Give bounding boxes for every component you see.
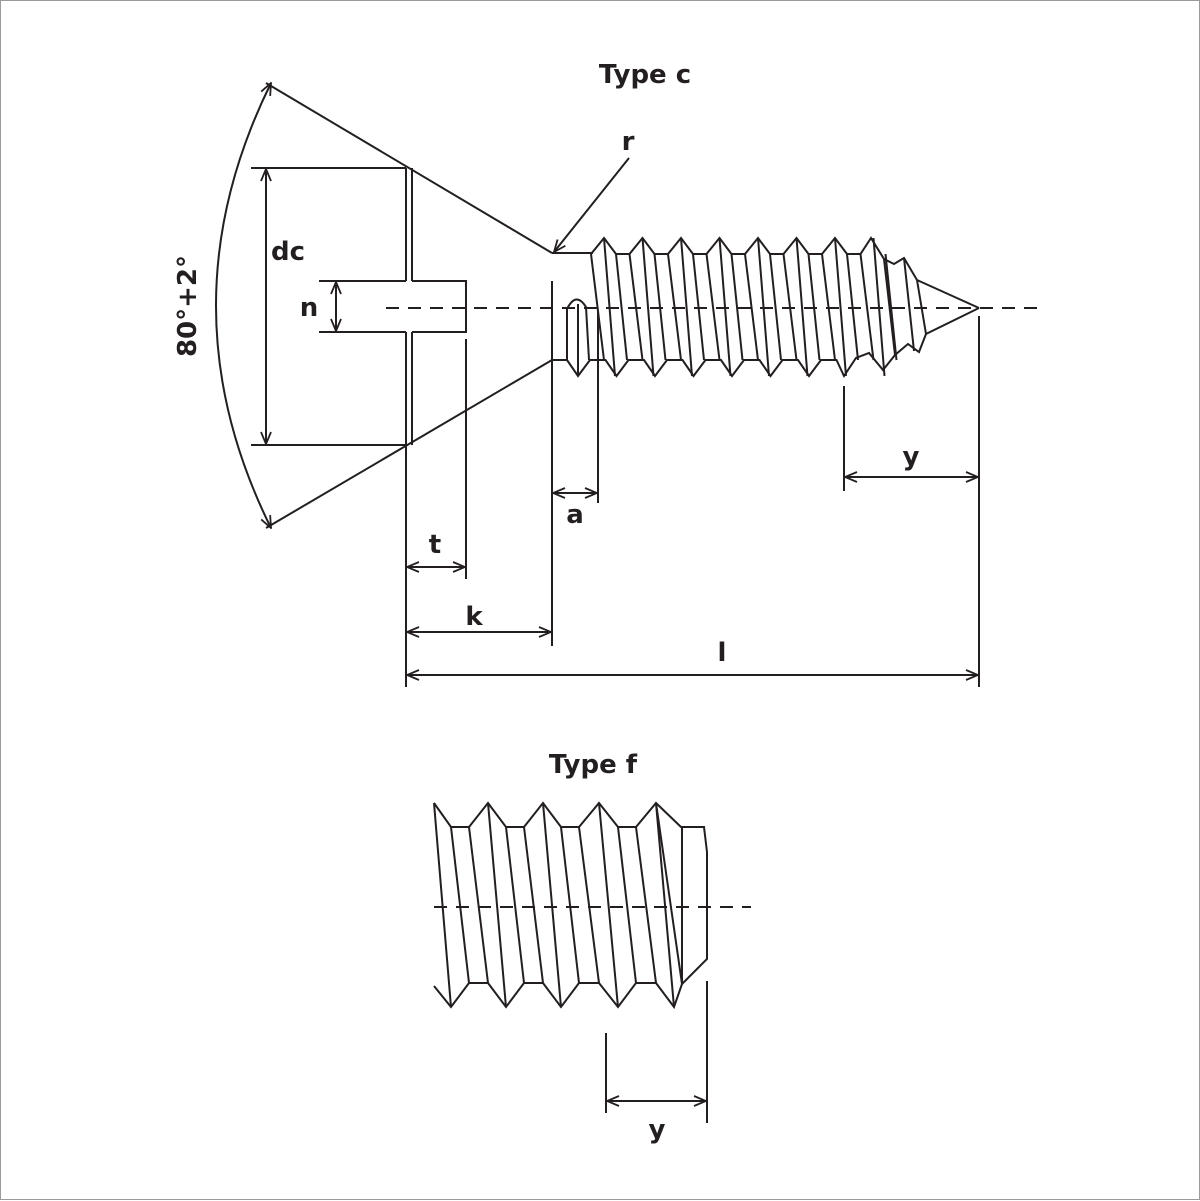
title-type-f: Type f	[549, 750, 638, 780]
label-k: k	[465, 602, 483, 632]
thread-line	[560, 826, 580, 984]
extension-lines	[251, 167, 980, 1123]
thread-line	[884, 253, 898, 361]
thread-line	[468, 826, 489, 984]
thread-line	[590, 253, 605, 361]
thread-line	[641, 237, 655, 377]
thread-line	[578, 826, 600, 984]
title-type-c: Type c	[599, 60, 691, 90]
thread-line	[705, 253, 721, 361]
thread-top-profile	[433, 801, 708, 985]
thread-line	[744, 253, 759, 361]
label-n: n	[300, 293, 319, 323]
angle-dimension-arc	[215, 83, 271, 528]
thread-line	[615, 253, 628, 361]
thread-line	[505, 826, 525, 984]
thread-line	[542, 802, 562, 1008]
thread-line	[859, 253, 875, 361]
thread-line	[433, 802, 452, 1008]
thread-line	[523, 826, 544, 984]
label-r: r	[622, 127, 635, 157]
label-dc: dc	[271, 237, 305, 267]
thread-top-profile	[590, 236, 980, 309]
label-y-type-f: y	[649, 1115, 666, 1145]
thread-line	[903, 257, 915, 352]
label-y-type-c: y	[903, 442, 920, 472]
thread-line	[680, 237, 693, 377]
thread-line	[655, 802, 675, 1008]
thread-line	[617, 826, 637, 984]
label-a: a	[566, 500, 584, 530]
thread-line	[487, 802, 507, 1008]
thread-line	[730, 253, 744, 361]
thread-bottom-profile	[566, 307, 980, 379]
label-l: l	[718, 638, 727, 668]
thread-line	[795, 237, 809, 377]
thread-bottom-profile	[433, 982, 683, 1010]
dimension-lines	[266, 157, 978, 1101]
thread-type-f	[433, 801, 708, 1010]
screw-head	[265, 82, 593, 529]
thread-line	[635, 826, 657, 984]
label-t: t	[429, 530, 441, 560]
label-angle: 80°+2°	[173, 255, 203, 357]
thread-line	[834, 237, 847, 377]
thread-line	[769, 253, 782, 361]
thread-line	[883, 258, 896, 356]
thread-line	[450, 826, 470, 984]
thread-line	[598, 802, 619, 1008]
thread-line	[655, 802, 683, 985]
